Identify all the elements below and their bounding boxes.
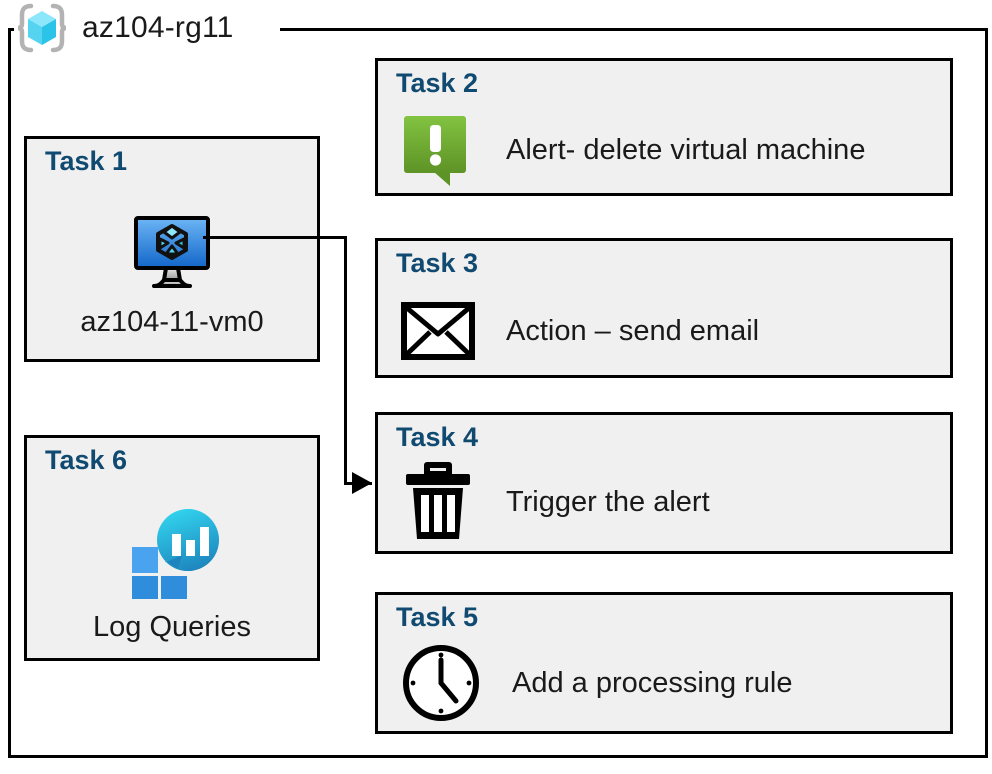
task5-card[interactable]: Task 5 Add a processing rule	[375, 592, 953, 734]
connector-segment-horizontal-1	[203, 236, 347, 239]
task4-title: Task 4	[396, 422, 479, 452]
trash-icon	[400, 461, 476, 543]
task3-card[interactable]: Task 3 Action – send email	[375, 238, 953, 378]
clock-icon	[400, 642, 482, 724]
log-analytics-icon	[122, 507, 222, 599]
task2-title: Task 2	[396, 68, 479, 98]
azure-resource-group-icon	[14, 2, 70, 54]
task6-label: Log Queries	[93, 610, 251, 643]
envelope-icon	[400, 301, 476, 361]
connector-arrowhead	[352, 472, 372, 494]
task5-title: Task 5	[396, 602, 479, 632]
task6-title: Task 6	[45, 445, 128, 475]
alert-exclamation-icon	[400, 112, 476, 188]
task2-label: Alert- delete virtual machine	[506, 133, 866, 166]
resource-group-name: az104-rg11	[82, 11, 234, 44]
virtual-machine-icon	[128, 214, 216, 294]
resource-group-header: az104-rg11	[14, 2, 240, 54]
task1-title: Task 1	[45, 146, 128, 176]
task6-card[interactable]: Task 6	[24, 435, 320, 661]
task2-card[interactable]: Task 2 Alert- delete virtual machin	[375, 58, 953, 196]
task1-card[interactable]: Task 1	[24, 136, 320, 362]
connector-segment-vertical	[344, 236, 347, 484]
task3-label: Action – send email	[506, 314, 760, 347]
task4-label: Trigger the alert	[506, 485, 710, 518]
task5-label: Add a processing rule	[512, 666, 793, 699]
task3-title: Task 3	[396, 248, 479, 278]
task4-card[interactable]: Task 4 Trigger the alert	[375, 412, 953, 554]
resource-group-frame	[8, 28, 988, 758]
task1-label: az104-11-vm0	[80, 305, 264, 338]
